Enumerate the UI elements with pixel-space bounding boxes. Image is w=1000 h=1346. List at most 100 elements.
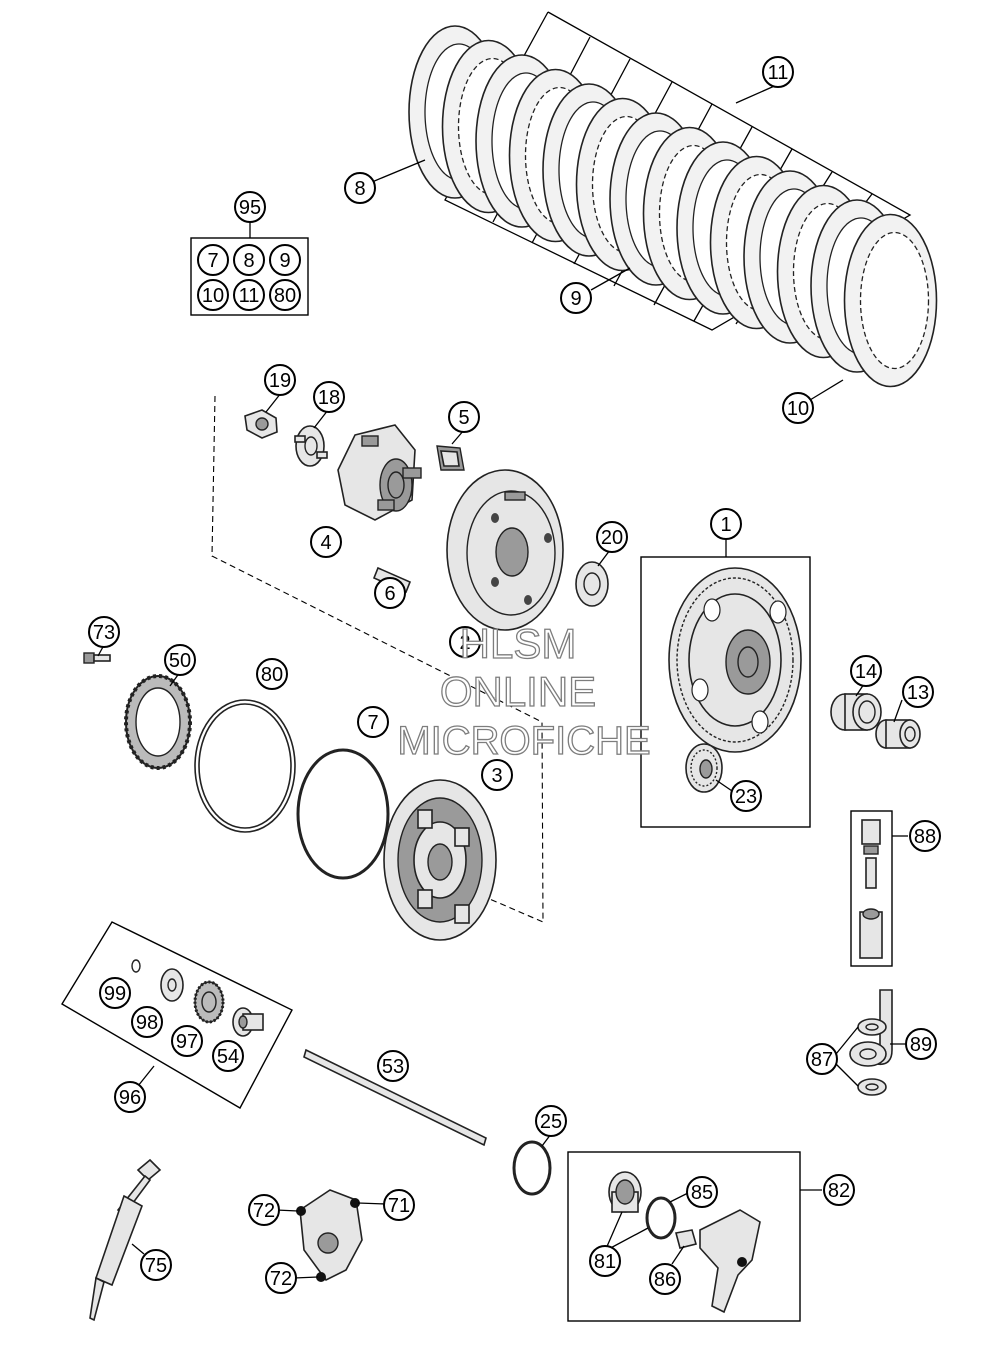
callout-number: 53 [382, 1056, 404, 1078]
kit-95-number: 80 [274, 285, 296, 307]
damper-block-part [436, 445, 465, 471]
push-rod-part [303, 1048, 487, 1147]
shim-disc-part [194, 699, 296, 833]
callout-circle [649, 1263, 681, 1295]
kit-95-circle [233, 279, 265, 311]
callout-95: 95 [234, 191, 266, 223]
callout-circle [88, 616, 120, 648]
callout-circle [782, 392, 814, 424]
callout-number: 87 [811, 1049, 833, 1071]
callout-72a: 72 [248, 1194, 280, 1226]
callout-number: 10 [787, 398, 809, 420]
kit-95-item: 8 [233, 244, 265, 276]
callout-4: 4 [310, 526, 342, 558]
spacer-sleeve-part [875, 719, 921, 749]
callout-number: 50 [169, 650, 191, 672]
callout-labels: 1189109519185462012735080731413238887899… [88, 56, 941, 1295]
callout-18: 18 [313, 381, 345, 413]
slave-cylinder-cover-part [296, 1189, 363, 1282]
callout-number: 99 [104, 983, 126, 1005]
callout-number: 11 [768, 62, 789, 84]
callout-19: 19 [264, 364, 296, 396]
kit-95-circle [233, 244, 265, 276]
callout-99: 99 [99, 977, 131, 1009]
callout-number: 23 [735, 786, 757, 808]
callout-81: 81 [589, 1245, 621, 1277]
callout-number: 73 [93, 622, 115, 644]
callout-88: 88 [909, 820, 941, 852]
callout-circle [114, 1081, 146, 1113]
callout-25: 25 [535, 1105, 567, 1137]
callout-86: 86 [649, 1263, 681, 1295]
callout-number: 95 [239, 197, 261, 219]
callout-circle [248, 1194, 280, 1226]
callout-number: 6 [384, 583, 395, 605]
outer-basket-box [640, 538, 811, 828]
callout-82: 82 [823, 1174, 855, 1206]
callout-2: 2 [449, 626, 481, 658]
inner-hub-part [446, 469, 564, 631]
callout-circle [131, 1006, 163, 1038]
callout-98: 98 [131, 1006, 163, 1038]
wire-ring-part [296, 748, 390, 880]
callout-number: 25 [540, 1111, 562, 1133]
callout-9: 9 [560, 282, 592, 314]
callout-circle [823, 1174, 855, 1206]
callout-73: 73 [88, 616, 120, 648]
callout-number: 9 [570, 288, 581, 310]
hub-dashed-guide [211, 395, 544, 923]
callout-circle [535, 1105, 567, 1137]
kit-95-circle [269, 244, 301, 276]
callout-11: 11 [762, 56, 794, 88]
callout-80: 80 [256, 658, 288, 690]
callout-circle [140, 1249, 172, 1281]
callout-circle [589, 1245, 621, 1277]
kit-95-circle [197, 244, 229, 276]
callout-14: 14 [850, 655, 882, 687]
callout-8: 8 [344, 172, 376, 204]
callout-13: 13 [902, 676, 934, 708]
watermark-line-3: MICROFICHE [397, 719, 650, 763]
callout-96: 96 [114, 1081, 146, 1113]
callout-circle [310, 526, 342, 558]
callout-6: 6 [374, 577, 406, 609]
callout-53: 53 [377, 1050, 409, 1082]
kit-95-item: 9 [269, 244, 301, 276]
callout-circle [374, 577, 406, 609]
callout-circle [344, 172, 376, 204]
nut-part [244, 409, 278, 439]
callout-number: 89 [910, 1034, 932, 1056]
watermark-line-2: ONLINE [440, 668, 596, 715]
disc-spring-part [124, 674, 192, 770]
o-ring-part [512, 1140, 552, 1196]
callout-87: 87 [806, 1043, 838, 1075]
callout-circle [449, 626, 481, 658]
bleed-valve-box [850, 810, 908, 967]
watermark-line-1: HLSM [460, 620, 577, 667]
callout-1: 1 [710, 508, 742, 540]
kit-95-number: 10 [202, 285, 224, 307]
callout-circle [234, 191, 266, 223]
callout-circle [377, 1050, 409, 1082]
callout-number: 71 [388, 1195, 410, 1217]
kit-95-number: 11 [239, 285, 260, 307]
callout-number: 13 [907, 682, 929, 704]
callout-circle [806, 1043, 838, 1075]
callout-number: 86 [654, 1269, 676, 1291]
callout-89: 89 [905, 1028, 937, 1060]
clutch-plate-stack [408, 11, 938, 388]
callout-54: 54 [212, 1040, 244, 1072]
callout-number: 81 [594, 1251, 616, 1273]
banjo-fitting-part [849, 989, 893, 1096]
watermark: HLSM ONLINE MICROFICHE [397, 619, 652, 763]
kit-95-number: 9 [279, 250, 290, 272]
callout-number: 8 [354, 178, 365, 200]
callout-number: 85 [691, 1182, 713, 1204]
pressure-plate-part [383, 779, 497, 941]
callout-number: 80 [261, 664, 283, 686]
kit-95-number: 8 [243, 250, 254, 272]
callout-number: 72 [253, 1200, 275, 1222]
callout-number: 2 [459, 632, 470, 654]
